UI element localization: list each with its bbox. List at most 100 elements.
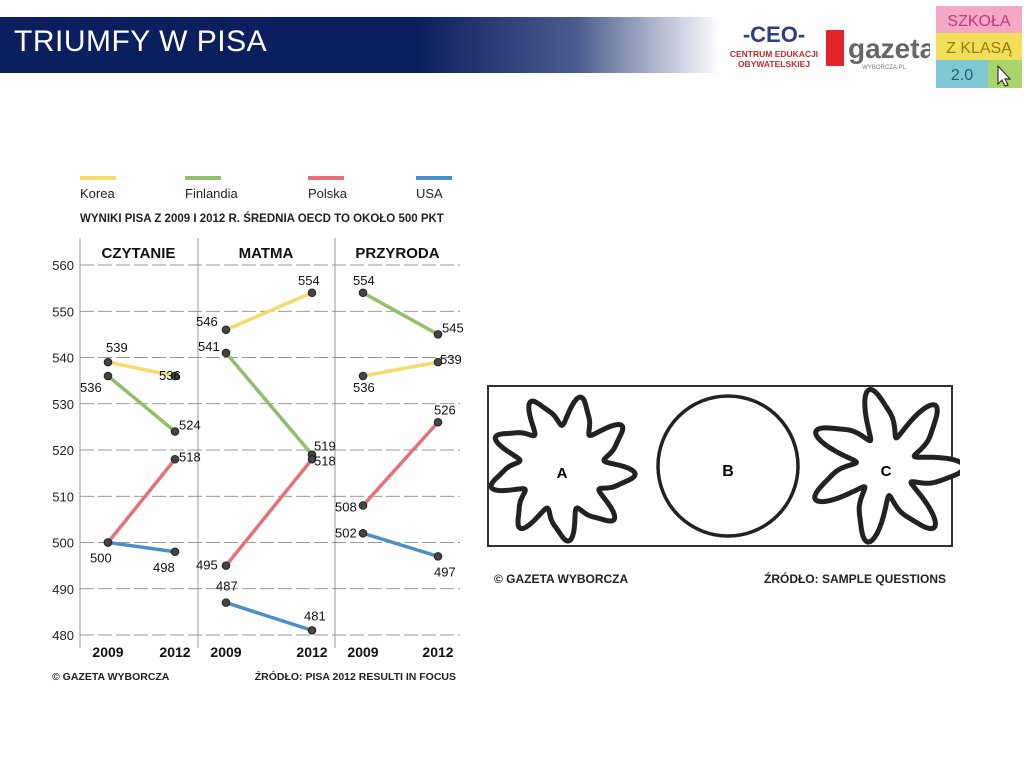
y-tick-label: 540 [52, 351, 74, 366]
y-tick-label: 560 [52, 258, 74, 273]
x-tick-label: 2012 [159, 644, 190, 660]
gazeta-logo-mark [826, 30, 844, 66]
y-tick-label: 480 [52, 628, 74, 643]
panel-title: PRZYRODA [355, 245, 439, 262]
series-line-finlandia [106, 374, 177, 433]
chart-subtitle: WYNIKI PISA Z 2009 I 2012 R. ŚREDNIA OEC… [80, 212, 444, 225]
szkola-z-klasa-logo: SZKOŁA Z KLASĄ 2.0 [936, 6, 1022, 88]
data-label: 536 [353, 380, 375, 395]
data-point [221, 325, 231, 335]
shape-a [488, 394, 638, 544]
panel-title: MATMA [239, 245, 294, 262]
ceo-logo-main: -CEO- [743, 22, 805, 47]
data-point [358, 371, 368, 381]
data-point [103, 538, 113, 547]
data-point [358, 528, 368, 538]
data-label: 554 [298, 273, 320, 288]
data-label: 500 [90, 551, 112, 566]
data-label: 526 [434, 402, 456, 417]
y-tick-label: 530 [52, 397, 74, 412]
data-point [433, 330, 443, 339]
legend-label-polska: Polska [308, 186, 348, 201]
data-label: 539 [106, 340, 128, 355]
data-point [358, 501, 368, 510]
data-point [307, 454, 317, 464]
szkola-logo-line1: SZKOŁA [947, 13, 1010, 30]
data-point [170, 454, 180, 464]
data-point [221, 598, 231, 607]
data-label: 487 [216, 579, 238, 594]
shape-c [812, 387, 960, 545]
data-point [103, 357, 113, 367]
shapes-figure: A B C © GAZETA WYBORCZA ŹRÓDŁO: SAMPLE Q… [487, 385, 960, 586]
x-tick-label: 2009 [347, 644, 378, 660]
data-label: 495 [196, 558, 218, 573]
gazeta-logo-text: gazeta [848, 33, 930, 64]
data-label: 541 [198, 339, 220, 354]
data-point [433, 357, 443, 367]
y-tick-label: 520 [52, 443, 74, 458]
series-line-polska [224, 458, 314, 567]
data-point [170, 371, 180, 381]
szkola-logo-line2: Z KLASĄ [946, 40, 1012, 57]
x-tick-label: 2012 [422, 644, 453, 660]
data-label: 502 [335, 525, 357, 540]
data-point [307, 626, 317, 635]
shape-label-c: C [881, 463, 892, 480]
data-point [103, 371, 113, 381]
data-label: 519 [314, 439, 336, 454]
data-label: 518 [314, 453, 336, 468]
shape-label-b: B [722, 463, 734, 480]
series-line-finlandia [362, 291, 439, 336]
x-tick-label: 2009 [210, 644, 241, 660]
x-tick-label: 2012 [296, 644, 327, 660]
data-label: 539 [440, 352, 462, 367]
gazeta-logo-sub: WYBORCZA.PL [862, 65, 906, 71]
data-label: 497 [434, 564, 456, 579]
ceo-logo-line1: CENTRUM EDUKACJI [730, 49, 818, 59]
page-title: TRIUMFY W PISA [14, 25, 268, 58]
shapes-copyright: © GAZETA WYBORCZA [494, 572, 628, 586]
data-label: 546 [196, 314, 218, 329]
series-line-usa [362, 531, 439, 559]
series-line-korea [362, 360, 439, 378]
data-point [221, 348, 231, 358]
data-label: 545 [442, 320, 464, 335]
series-line-korea [107, 360, 176, 378]
data-label: 498 [153, 560, 175, 575]
shape-label-a: A [557, 465, 568, 482]
shapes-source: ŹRÓDŁO: SAMPLE QUESTIONS [764, 571, 946, 586]
data-label: 536 [80, 380, 102, 395]
title-bar: TRIUMFY W PISA [0, 17, 720, 73]
y-tick-label: 510 [52, 489, 74, 504]
ceo-logo: -CEO- CENTRUM EDUKACJI OBYWATELSKIEJ [730, 22, 818, 69]
data-point [307, 288, 317, 298]
data-label: 524 [179, 418, 201, 433]
series-line-usa [107, 540, 176, 554]
data-point [221, 561, 231, 570]
series-line-polska [361, 421, 440, 507]
x-tick-label: 2009 [92, 644, 123, 660]
chart-copyright: © GAZETA WYBORCZA [52, 671, 170, 683]
cursor-icon [997, 64, 1012, 87]
y-tick-label: 550 [52, 304, 74, 319]
data-point [358, 288, 368, 298]
ceo-logo-line2: OBYWATELSKIEJ [738, 59, 810, 69]
series-line-finlandia [224, 351, 314, 456]
panel-title: CZYTANIE [102, 245, 176, 262]
series-line-polska [106, 458, 177, 544]
y-tick-label: 490 [52, 582, 74, 597]
data-point [170, 547, 180, 557]
legend-label-finlandia: Finlandia [185, 186, 239, 201]
y-tick-label: 500 [52, 536, 74, 551]
legend-label-usa: USA [416, 186, 443, 201]
data-label: 554 [353, 273, 375, 288]
series-line-usa [225, 600, 313, 633]
shape-b [656, 394, 800, 538]
data-label: 508 [335, 500, 357, 515]
szkola-logo-line3: 2.0 [951, 67, 973, 84]
chart-source: ŹRÓDŁO: PISA 2012 RESULTI IN FOCUS [255, 670, 456, 683]
data-label: 481 [304, 608, 326, 623]
data-point [433, 552, 443, 561]
